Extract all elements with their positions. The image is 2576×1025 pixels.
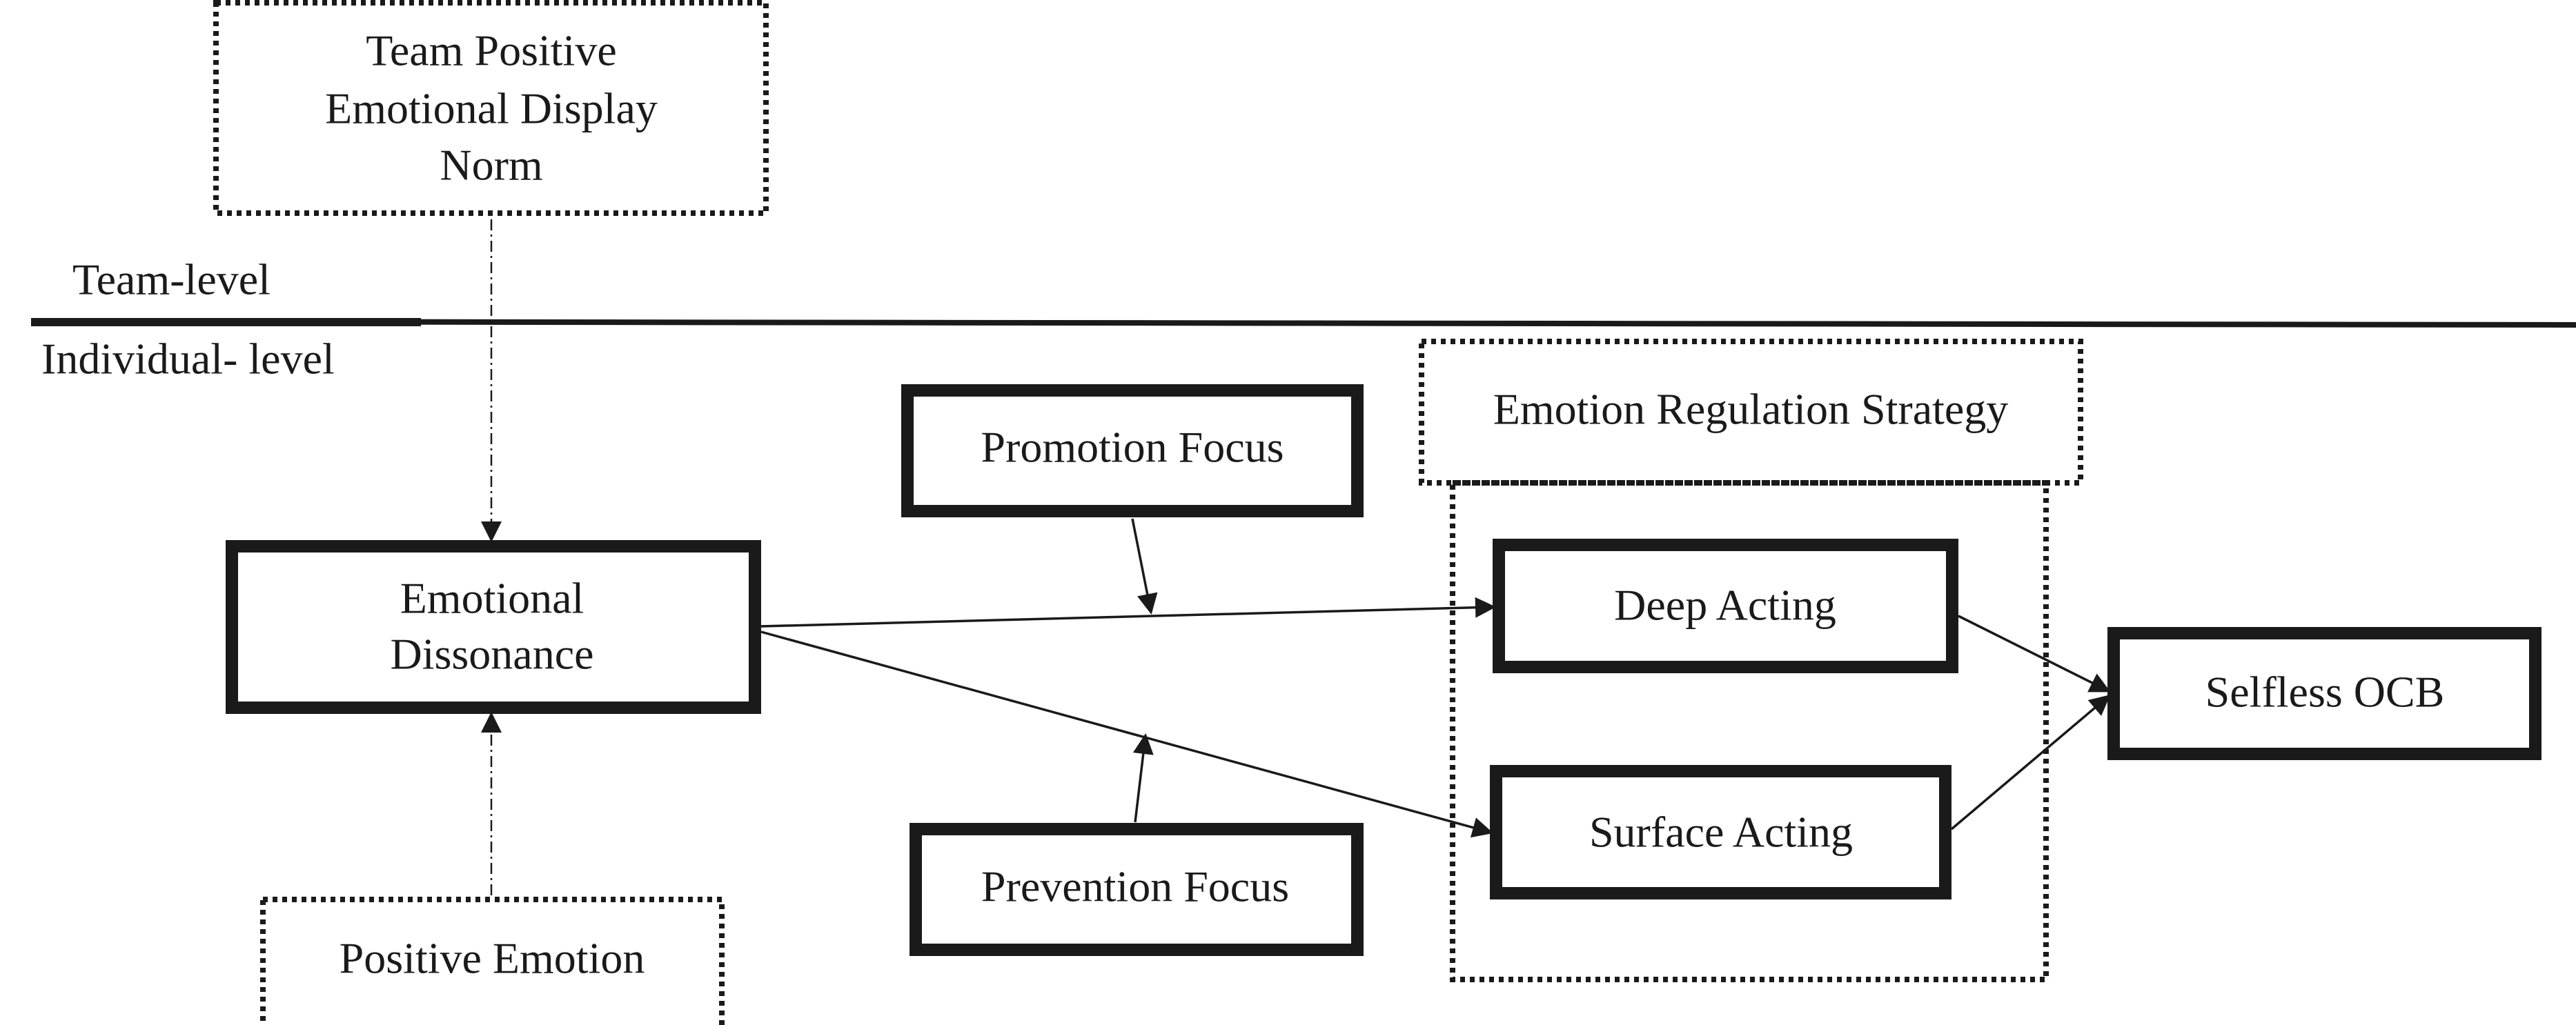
level-divider-line <box>30 319 2576 328</box>
svg-text:Selfless OCB: Selfless OCB <box>2205 668 2445 717</box>
dissonance-to-surface-acting-arrow <box>760 630 1493 838</box>
team-norm-node: Team Positive Emotional Display Norm <box>213 0 769 216</box>
prevention-focus-moderation-arrow <box>1132 733 1154 823</box>
positive-emotion-node: Positive Emotion <box>260 897 725 1025</box>
promotion-focus-node: Promotion Focus <box>901 384 1364 517</box>
svg-text:Promotion Focus: Promotion Focus <box>981 423 1284 472</box>
svg-text:Deep Acting: Deep Acting <box>1614 581 1836 630</box>
emotional-dissonance-node: Emotional Dissonance <box>226 540 761 714</box>
surface-acting-node: Surface Acting <box>1490 765 1951 899</box>
svg-text:Positive Emotion: Positive Emotion <box>340 934 645 983</box>
svg-text:Norm: Norm <box>440 141 542 190</box>
individual-level-label: Individual- level <box>41 335 335 384</box>
selfless-ocb-node: Selfless OCB <box>2107 627 2541 760</box>
svg-text:Prevention Focus: Prevention Focus <box>981 862 1289 911</box>
svg-text:Emotional: Emotional <box>400 574 584 623</box>
emotion-regulation-strategy-group: Emotion Regulation Strategy <box>1419 339 2083 982</box>
promotion-focus-moderation-arrow <box>1131 518 1158 615</box>
prevention-focus-node: Prevention Focus <box>910 823 1364 956</box>
svg-text:Dissonance: Dissonance <box>390 630 593 679</box>
svg-text:Emotion Regulation Strategy: Emotion Regulation Strategy <box>1493 385 2009 434</box>
svg-text:Emotional Display: Emotional Display <box>325 84 658 133</box>
svg-text:Team Positive: Team Positive <box>366 26 616 75</box>
svg-text:Surface Acting: Surface Acting <box>1589 808 1853 857</box>
dissonance-to-deep-acting-arrow <box>760 597 1496 628</box>
team-level-label: Team-level <box>72 255 271 304</box>
deep-acting-to-ocb-arrow <box>1958 615 2111 693</box>
deep-acting-node: Deep Acting <box>1493 539 1958 673</box>
surface-acting-to-ocb-arrow <box>1950 695 2111 830</box>
